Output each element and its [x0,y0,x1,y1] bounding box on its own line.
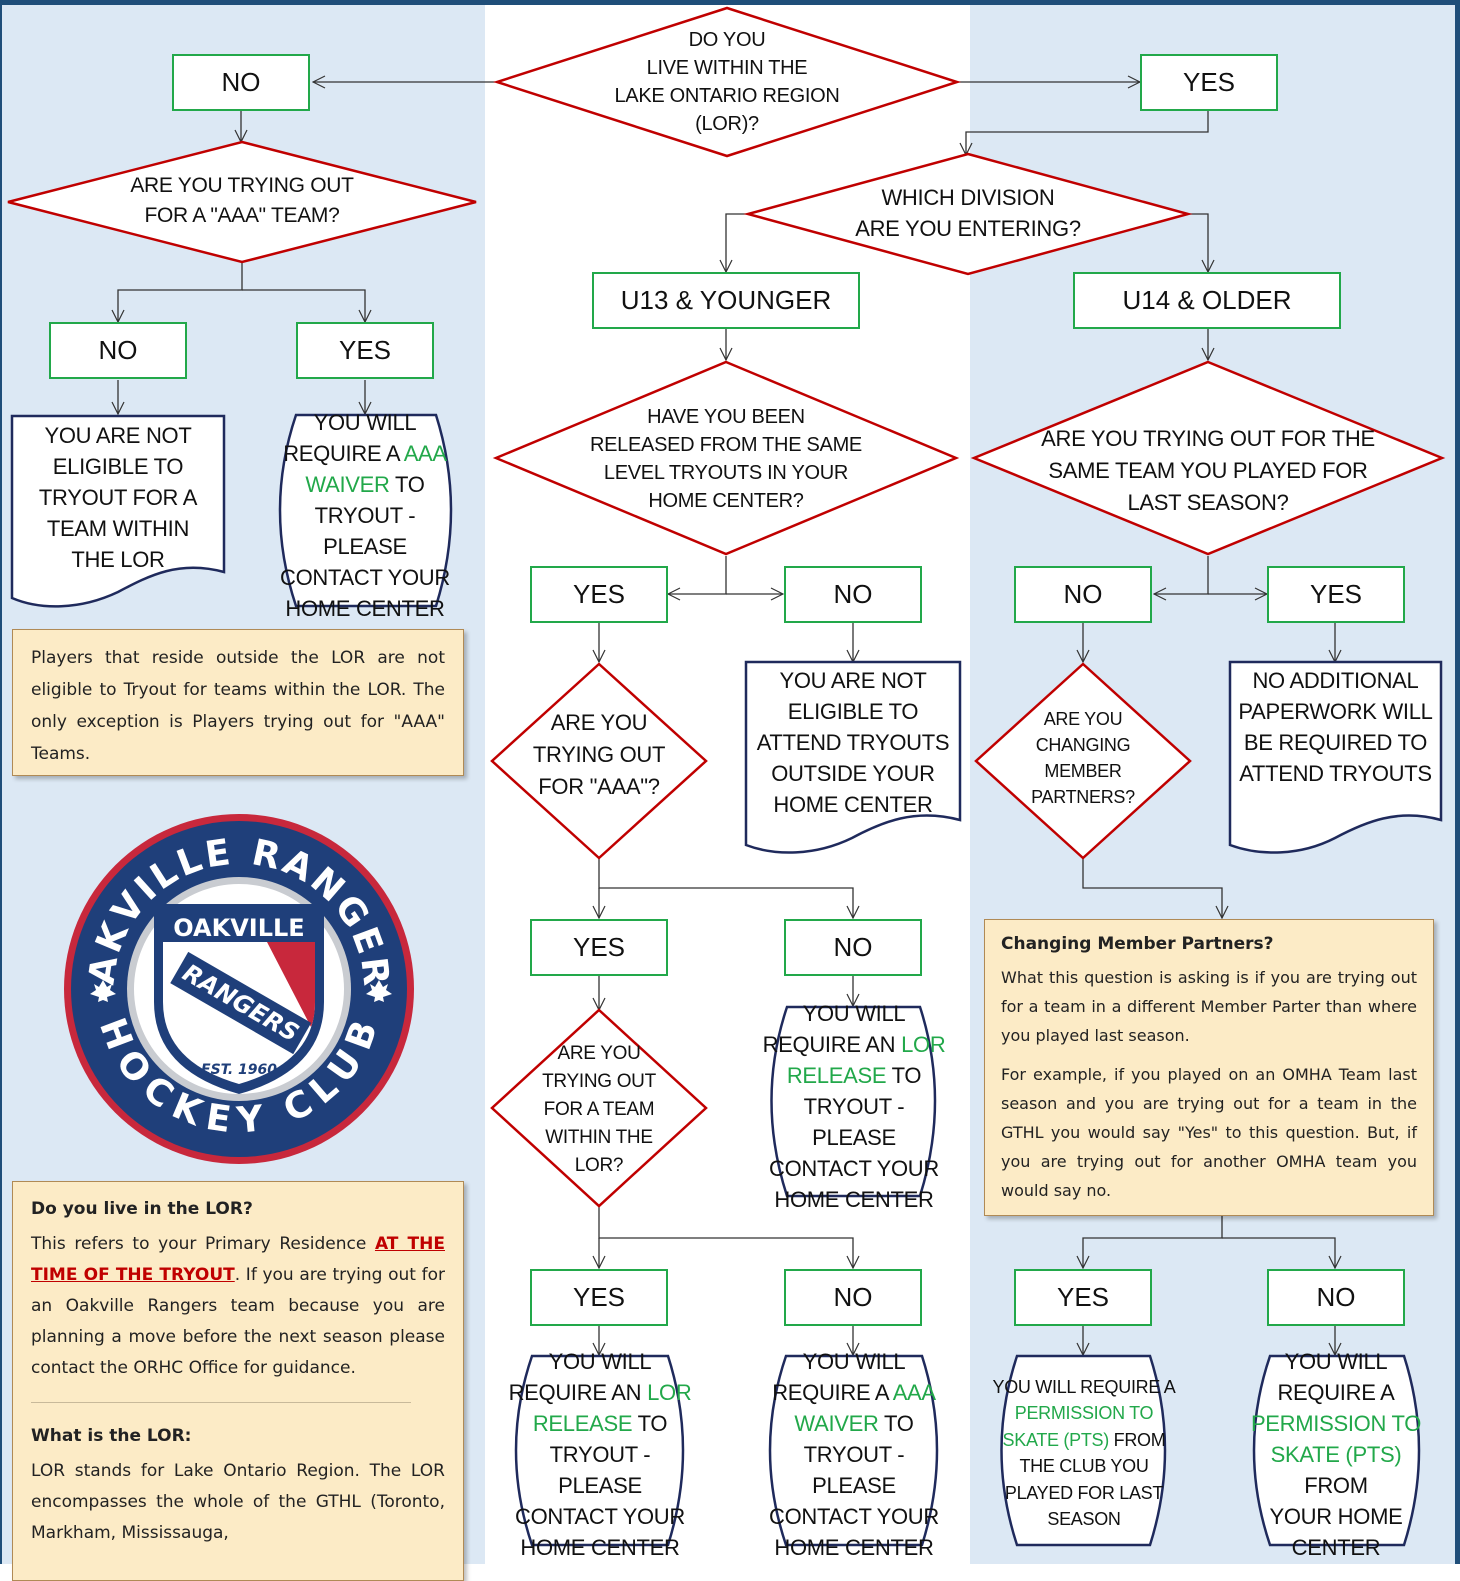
note-changing-partners: Changing Member Partners? What this ques… [984,919,1434,1216]
note-text: What this question is asking is if you a… [1001,968,1417,1045]
no-box: NO [784,1269,922,1326]
decision-diamond [492,360,960,556]
outcome-pts-club: YOU WILL REQUIRE A PERMISSION TO SKATE (… [992,1376,1176,1530]
outcome-aaa-waiver: YOU WILL REQUIRE A AAA WAIVER TO TRYOUT … [280,409,450,621]
outcome-not-eligible-outside: YOU ARE NOT ELIGIBLE TO ATTEND TRYOUTS O… [756,667,950,817]
note-title: What is the LOR: [31,1426,192,1446]
connector [1082,858,1222,918]
yes-box: YES [1140,54,1278,111]
decision-aaa-team: ARE YOU TRYING OUT FOR A "AAA" TEAM? [130,174,354,227]
connector [966,110,1209,155]
decision-diamond [970,360,1446,556]
decision-same-team: ARE YOU TRYING OUT FOR THE SAME TEAM YOU… [1041,426,1375,515]
yes-box: YES [1014,1269,1152,1326]
outcome-lor-release: YOU WILL REQUIRE AN LOR RELEASE TO TRYOU… [508,1348,692,1560]
no-box: NO [1267,1269,1405,1326]
note-text: LOR stands for Lake Ontario Region. The … [31,1461,445,1543]
note-title: Changing Member Partners? [1001,934,1274,954]
decision-changing-partners: ARE YOU CHANGING MEMBER PARTNERS? [1031,709,1135,807]
decision-team-within-lor: ARE YOU TRYING OUT FOR A TEAM WITHIN THE… [542,1043,656,1176]
left-border [0,0,2,1564]
terminator-shape [514,1354,685,1547]
connector [1188,213,1208,272]
decision-which-division: WHICH DIVISION ARE YOU ENTERING? [855,185,1081,241]
yes-box: YES [1267,566,1405,623]
connector [118,262,243,322]
document-shape [10,414,226,608]
decision-diamond [974,662,1192,860]
connector [598,1205,853,1268]
note-outside-lor: Players that reside outside the LOR are … [12,629,464,776]
decision-trying-aaa: ARE YOU TRYING OUT FOR "AAA"? [532,710,666,799]
decision-diamond [7,140,477,264]
yes-box: YES [530,919,668,976]
no-box: NO [172,54,310,111]
terminator-shape [768,1354,939,1547]
divider [31,1402,411,1403]
connector [1222,1237,1335,1268]
decision-diamond [490,662,708,860]
outcome-pts-home: YOU WILL REQUIRE A PERMISSION TO SKATE (… [1250,1348,1422,1560]
connector [1154,556,1209,594]
connector [668,556,727,594]
svg-text:EST. 1960: EST. 1960 [201,1062,277,1078]
terminator-shape [278,413,453,608]
yes-box: YES [296,322,434,379]
terminator-shape [1252,1354,1421,1547]
connector [1083,1210,1223,1268]
decision-released: HAVE YOU BEEN RELEASED FROM THE SAME LEV… [590,406,862,512]
no-box: NO [784,919,922,976]
svg-text:OAKVILLE: OAKVILLE [173,914,304,942]
u13-box: U13 & YOUNGER [592,272,860,329]
note-text: Players that reside outside the LOR are … [31,648,445,764]
connector [598,858,853,918]
document-shape [744,660,962,854]
outcome-lor-release: YOU WILL REQUIRE AN LOR RELEASE TO TRYOU… [762,1000,946,1212]
terminator-shape [1000,1354,1167,1547]
top-border [0,0,1460,5]
note-title: Do you live in the LOR? [31,1199,253,1219]
decision-diamond [743,152,1193,276]
connector [726,213,750,272]
decision-live-in-lor: DO YOU LIVE WITHIN THE LAKE ONTARIO REGI… [614,29,840,135]
terminator-shape [770,1005,937,1198]
note-lor-info: Do you live in the LOR? This refers to y… [12,1181,464,1581]
no-box: NO [49,322,187,379]
right-border [1455,0,1460,1564]
u14-box: U14 & OLDER [1073,272,1341,329]
outcome-not-eligible-lor: YOU ARE NOT ELIGIBLE TO TRYOUT FOR A TEA… [38,423,198,572]
connector [242,289,365,322]
document-shape [1228,660,1443,854]
note-text: For example, if you played on an OMHA Te… [1001,1065,1417,1200]
no-box: NO [784,566,922,623]
yes-box: YES [530,566,668,623]
no-box: NO [1014,566,1152,623]
outcome-aaa-waiver: YOU WILL REQUIRE A AAA WAIVER TO TRYOUT … [769,1348,939,1560]
oakville-rangers-logo: OAKVILLE RANGERS HOCKEY CLUB OAKVILLE RA… [62,812,414,1164]
decision-diamond [492,6,962,158]
decision-diamond [490,1008,708,1208]
yes-box: YES [530,1269,668,1326]
outcome-no-paperwork: NO ADDITIONAL PAPERWORK WILL BE REQUIRED… [1238,668,1433,786]
note-text: This refers to your Primary Residence AT… [31,1234,445,1378]
